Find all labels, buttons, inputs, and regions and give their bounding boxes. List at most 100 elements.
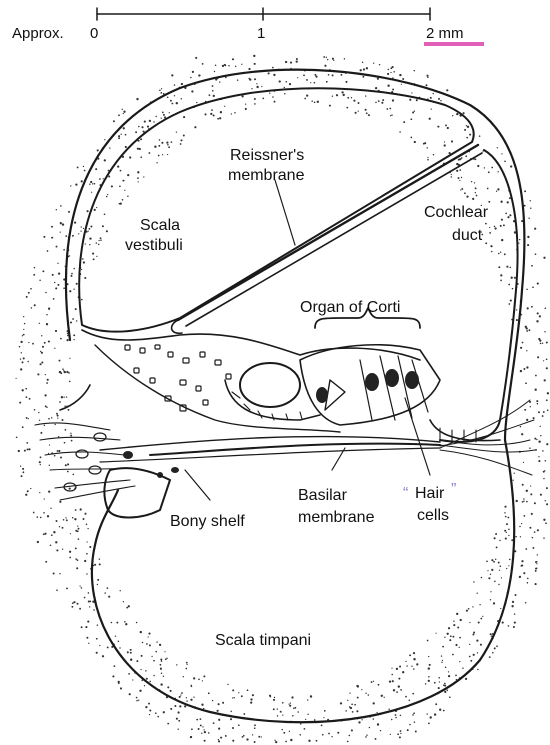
stipple-dot <box>414 141 416 143</box>
stipple-dot <box>495 559 496 560</box>
stipple-dot <box>69 487 71 489</box>
stipple-dot <box>504 160 506 162</box>
stipple-dot <box>523 462 524 463</box>
stipple-dot <box>48 418 50 420</box>
stipple-dot <box>90 181 92 183</box>
stipple-dot <box>515 536 517 538</box>
stipple-dot <box>504 253 506 255</box>
stipple-dot <box>75 558 77 560</box>
stipple-dot <box>106 196 108 198</box>
stipple-dot <box>491 559 493 561</box>
stipple-dot <box>40 432 42 434</box>
stipple-dot <box>54 282 55 283</box>
stipple-dot <box>75 509 77 511</box>
stipple-dot <box>158 155 160 157</box>
stipple-dot <box>353 100 355 102</box>
stipple-dot <box>86 553 88 555</box>
stipple-dot <box>54 455 56 457</box>
ganglion-cells <box>64 433 179 491</box>
stipple-dot <box>99 558 100 559</box>
stipple-dot <box>47 250 49 252</box>
stipple-dot <box>496 546 498 548</box>
stipple-dot <box>300 723 302 725</box>
stipple-dot <box>141 655 143 657</box>
stipple-dot <box>527 236 529 238</box>
stipple-dot <box>32 343 34 345</box>
stipple-dot <box>509 214 511 216</box>
stipple-dot <box>103 178 104 179</box>
stipple-dot <box>535 389 537 391</box>
stipple-dot <box>122 109 123 110</box>
stipple-dot <box>438 98 440 100</box>
stipple-dot <box>285 741 287 743</box>
stipple-dot <box>232 689 234 691</box>
stipple-dot <box>190 77 192 79</box>
stipple-dot <box>107 587 109 589</box>
stipple-dot <box>102 655 104 657</box>
stipple-dot <box>438 687 440 689</box>
stipple-dot <box>245 108 247 110</box>
stipple-dot <box>497 188 499 190</box>
stipple-dot <box>208 692 210 694</box>
stipple-dot <box>153 121 154 122</box>
stipple-dot <box>399 131 401 133</box>
stipple-dot <box>277 708 278 709</box>
stipple-dot <box>87 528 88 529</box>
stipple-dot <box>176 718 178 720</box>
stipple-dot <box>365 736 367 738</box>
stipple-dot <box>512 288 514 290</box>
stipple-dot <box>522 484 524 486</box>
stipple-dot <box>499 540 500 541</box>
stipple-dot <box>402 78 404 80</box>
stipple-dot <box>537 403 539 405</box>
stipple-dot <box>194 126 196 128</box>
stipple-dot <box>41 361 43 363</box>
stipple-dot <box>380 730 381 731</box>
stipple-dot <box>306 94 308 96</box>
stipple-dot <box>167 723 169 725</box>
stipple-dot <box>523 572 525 574</box>
stipple-dot <box>365 109 367 111</box>
stipple-dot <box>209 94 211 96</box>
stipple-dot <box>88 643 89 644</box>
stipple-dot <box>399 665 401 667</box>
stipple-dot <box>393 71 395 73</box>
stipple-dot <box>468 608 470 610</box>
stipple-dot <box>174 95 175 96</box>
stipple-dot <box>402 671 404 673</box>
stipple-dot <box>44 533 46 535</box>
stipple-dot <box>218 727 220 729</box>
stipple-dot <box>546 342 548 344</box>
stipple-dot <box>536 400 538 402</box>
stipple-dot <box>29 398 31 400</box>
stipple-dot <box>469 622 470 623</box>
stipple-dot <box>149 714 150 715</box>
stipple-dot <box>232 727 234 729</box>
stipple-dot <box>49 465 50 466</box>
stipple-dot <box>412 714 414 716</box>
stipple-dot <box>514 277 516 279</box>
stipple-dot <box>375 87 377 89</box>
stipple-dot <box>25 494 27 496</box>
stipple-dot <box>307 699 308 700</box>
stipple-dot <box>453 624 455 626</box>
stipple-dot <box>290 62 292 64</box>
stipple-dot <box>166 141 168 143</box>
stipple-dot <box>43 236 45 238</box>
stipple-dot <box>273 74 275 76</box>
stipple-dot <box>67 471 69 473</box>
stipple-dot <box>546 487 548 489</box>
stipple-dot <box>196 719 198 721</box>
stipple-dot <box>415 731 417 733</box>
stipple-dot <box>324 710 326 712</box>
stipple-dot <box>459 661 460 662</box>
stipple-dot <box>161 117 162 118</box>
stipple-dot <box>26 442 28 444</box>
stipple-dot <box>63 287 65 289</box>
scale-label-0: 0 <box>90 25 98 42</box>
stipple-dot <box>352 711 354 713</box>
stipple-dot <box>41 352 43 354</box>
stipple-dot <box>451 174 452 175</box>
stipple-dot <box>441 655 442 656</box>
stipple-dot <box>466 610 468 612</box>
